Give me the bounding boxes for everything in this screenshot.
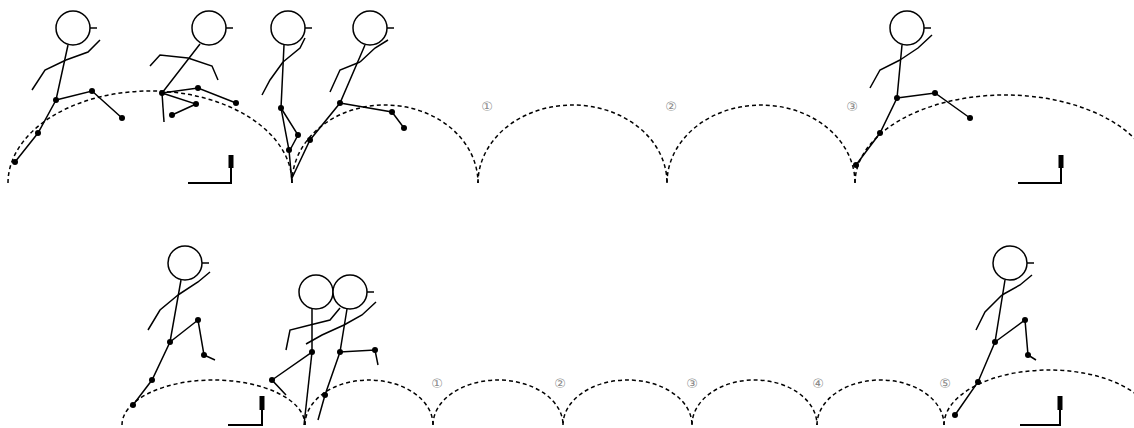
stride-number: ①: [431, 376, 443, 391]
joint-dots: [12, 85, 1031, 418]
stride-number: ④: [812, 376, 824, 391]
stride-arcs: [8, 91, 1134, 425]
hurdles: [188, 155, 1061, 425]
stride-number: ③: [686, 376, 698, 391]
stride-number: ⑤: [939, 376, 951, 391]
stride-number: ②: [554, 376, 566, 391]
stride-number: ③: [846, 99, 858, 114]
stride-number: ①: [481, 99, 493, 114]
stride-number: ②: [665, 99, 677, 114]
stick-figures: [15, 11, 1036, 425]
